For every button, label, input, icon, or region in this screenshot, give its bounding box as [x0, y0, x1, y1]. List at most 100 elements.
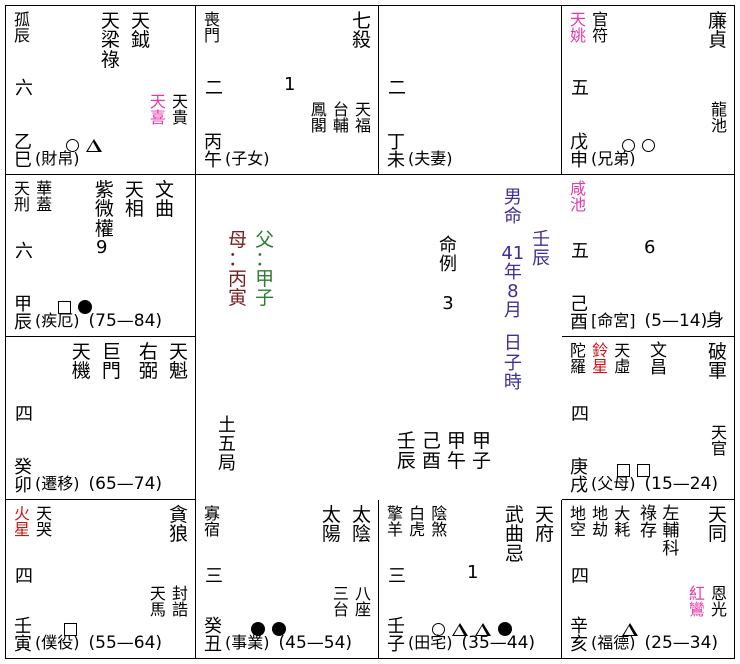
- star-tian-liang: 天梁祿: [100, 10, 120, 71]
- palace-name: (事業): [225, 633, 270, 652]
- palace-cell-xu[interactable]: 陀羅 鈴星 天虛 文昌 破軍 四 天官 庚戌(父母)(15—24): [562, 337, 734, 500]
- gender-1: 男: [503, 187, 522, 208]
- cell-mid-number: 6: [644, 237, 656, 258]
- minor-stars-topleft: 陀羅 鈴星 天虛: [570, 341, 631, 377]
- palace-name: (財帛): [35, 149, 80, 168]
- palace-cell-shen[interactable]: 天姚 官符 廉貞 五 龍池 戊申(兄弟): [562, 6, 734, 175]
- star-tian-xing: 天刑: [14, 179, 31, 215]
- stem-char: 己: [570, 294, 588, 315]
- center-info-panel: 母 ： 丙 寅 父 ： 甲 子 命例 3 男 命: [196, 176, 556, 500]
- star-tai-yang: 太陽: [321, 504, 341, 546]
- gender-2: 命: [503, 206, 522, 228]
- star-hua-gai: 華蓋: [36, 179, 53, 215]
- minor-stars-topleft: 寡宿: [204, 505, 221, 539]
- star-tian-kui: 天魁: [168, 341, 188, 383]
- star-feng-gao: 封誥: [171, 584, 188, 620]
- star-tian-fu-fortune: 天福: [354, 100, 371, 136]
- mark-circle-icon: [642, 139, 655, 152]
- ju-info: 土五局: [218, 416, 236, 475]
- cell-footer: 癸丑(事業)(45—54): [204, 618, 352, 654]
- stem-char: 乙: [14, 132, 32, 153]
- star-tian-tong: 天同: [707, 504, 727, 546]
- mark-triangle-icon: [622, 623, 638, 636]
- branch-char: 子: [387, 634, 405, 655]
- branch-char: 巳: [14, 150, 32, 171]
- mother-label: 母: [228, 229, 248, 251]
- father-label: 父: [255, 229, 275, 251]
- cell-footer: 庚戌(父母)(15—24): [570, 459, 718, 495]
- stem-branch: 戊申: [570, 134, 588, 170]
- mark-square-icon: [58, 300, 71, 314]
- star-tian-gui: 天貴: [171, 92, 188, 128]
- birth-hour-branch: 子: [503, 352, 522, 374]
- minor-stars-topleft: 天姚 官符: [570, 10, 609, 46]
- star-di-jie: 地劫: [592, 504, 609, 540]
- age-range: (45—54): [278, 633, 353, 653]
- cell-number: 六: [15, 241, 33, 262]
- cell-footer: 乙巳(財帛): [14, 134, 80, 170]
- minor-stars-bottomright: 三台 八座: [332, 585, 371, 619]
- palace-cell-si[interactable]: 孤辰 天梁祿 天鉞 六 天喜 天貴 乙巳(財帛): [6, 6, 196, 175]
- stem-branch: 辛亥: [570, 618, 588, 654]
- mark-row: [622, 623, 645, 636]
- mark-row: [64, 623, 84, 636]
- pillar-day: 甲午: [446, 430, 466, 473]
- minor-stars-topleft: 擎羊 白虎 陰煞: [387, 504, 448, 540]
- star-hong-luan: 紅鸞: [688, 584, 705, 620]
- palace-name: (子女): [225, 149, 270, 168]
- star-tian-xu: 天虛: [614, 341, 631, 377]
- birth-year-char: 年: [503, 262, 522, 284]
- star-tian-yao: 天姚: [570, 10, 587, 46]
- palace-cell-chou[interactable]: 寡宿 太陽 太陰 三 三台 八座 癸丑(事業)(45—54): [196, 500, 379, 658]
- palace-name: (僕役): [35, 633, 80, 652]
- palace-cell-you[interactable]: 咸池 五 6 己酉[命宮](5—14) 身: [562, 175, 734, 337]
- chart-grid: 孤辰 天梁祿 天鉞 六 天喜 天貴 乙巳(財帛) 喪門 七殺: [5, 5, 735, 659]
- stem-branch: 己酉: [570, 296, 588, 332]
- palace-cell-mao[interactable]: 天機 巨門 右弼 天魁 四 癸卯(遷移)(65—74): [6, 337, 196, 500]
- branch-char: 亥: [570, 634, 588, 655]
- palace-cell-hai[interactable]: 地空 地劫 大耗 祿存 左輔科 天同 四 紅鸞 恩光 辛亥(福德)(25—34): [562, 500, 734, 658]
- palace-cell-chen[interactable]: 天刑 華蓋 紫微權 天相 文曲 六 9 甲辰(疾厄)(75—84): [6, 175, 196, 337]
- star-bai-hu: 白虎: [409, 504, 426, 540]
- star-tai-yin: 太陰: [351, 504, 371, 546]
- cell-number: 四: [15, 566, 33, 587]
- case-label: 命例: [439, 235, 457, 276]
- branch-char: 酉: [570, 312, 588, 333]
- stem-char: 丙: [204, 132, 222, 153]
- star-zi-wei: 紫微權: [94, 179, 114, 240]
- star-lu-cun: 祿存: [640, 504, 657, 542]
- mark-dot-icon: [498, 622, 512, 636]
- main-stars: 廉貞: [703, 11, 727, 51]
- cell-number: 四: [15, 404, 33, 425]
- cell-number: 五: [571, 241, 589, 262]
- palace-cell-zi[interactable]: 擎羊 白虎 陰煞 武曲忌 天府 三 1 壬子(田宅)(35—44): [379, 500, 562, 658]
- cell-mid-number: 1: [467, 562, 479, 583]
- parents-info: 母 ： 丙 寅 父 ： 甲 子: [226, 229, 275, 309]
- stem-char: 甲: [14, 294, 32, 315]
- mother-value-1: 丙: [228, 267, 248, 290]
- four-pillars: 壬辰 己酉 甲午 甲子: [397, 430, 491, 473]
- stem-char: 庚: [570, 457, 588, 478]
- star-feng-ge: 鳳閣: [310, 100, 327, 136]
- star-tian-ku: 天哭: [36, 504, 53, 540]
- cell-number: 六: [15, 78, 33, 99]
- stem-branch: 乙巳: [14, 134, 32, 170]
- cell-footer: 丙午(子女): [204, 134, 270, 170]
- stem-char: 癸: [14, 457, 32, 478]
- birth-right-column: 男 命 41 年 8 月 日 子 時: [501, 188, 524, 392]
- main-stars: 天機 巨門 右弼 天魁: [67, 341, 188, 383]
- cell-footer: 辛亥(福德)(25—34): [570, 618, 718, 654]
- ju-3: 局: [218, 453, 236, 475]
- minor-stars-topleft: 地空 地劫 大耗: [570, 504, 631, 540]
- main-stars: 紫微權 天相 文曲: [90, 179, 188, 240]
- star-sang-men: 喪門: [204, 10, 221, 46]
- palace-name: (父母): [591, 474, 636, 493]
- palace-cell-yin[interactable]: 火星 天哭 貪狼 四 天馬 封誥 壬寅(僕役)(55—64): [6, 500, 196, 658]
- cell-footer: 甲辰(疾厄)(75—84): [14, 296, 162, 332]
- palace-cell-wu[interactable]: 喪門 七殺 二 1 鳳閣 台輔 天福 丙午(子女): [196, 6, 379, 175]
- stem-branch: 丙午: [204, 134, 222, 170]
- case-number-block: 命例 3: [439, 236, 457, 314]
- branch-char: 卯: [14, 475, 32, 496]
- palace-cell-wei[interactable]: 二 丁未(夫妻): [379, 6, 562, 175]
